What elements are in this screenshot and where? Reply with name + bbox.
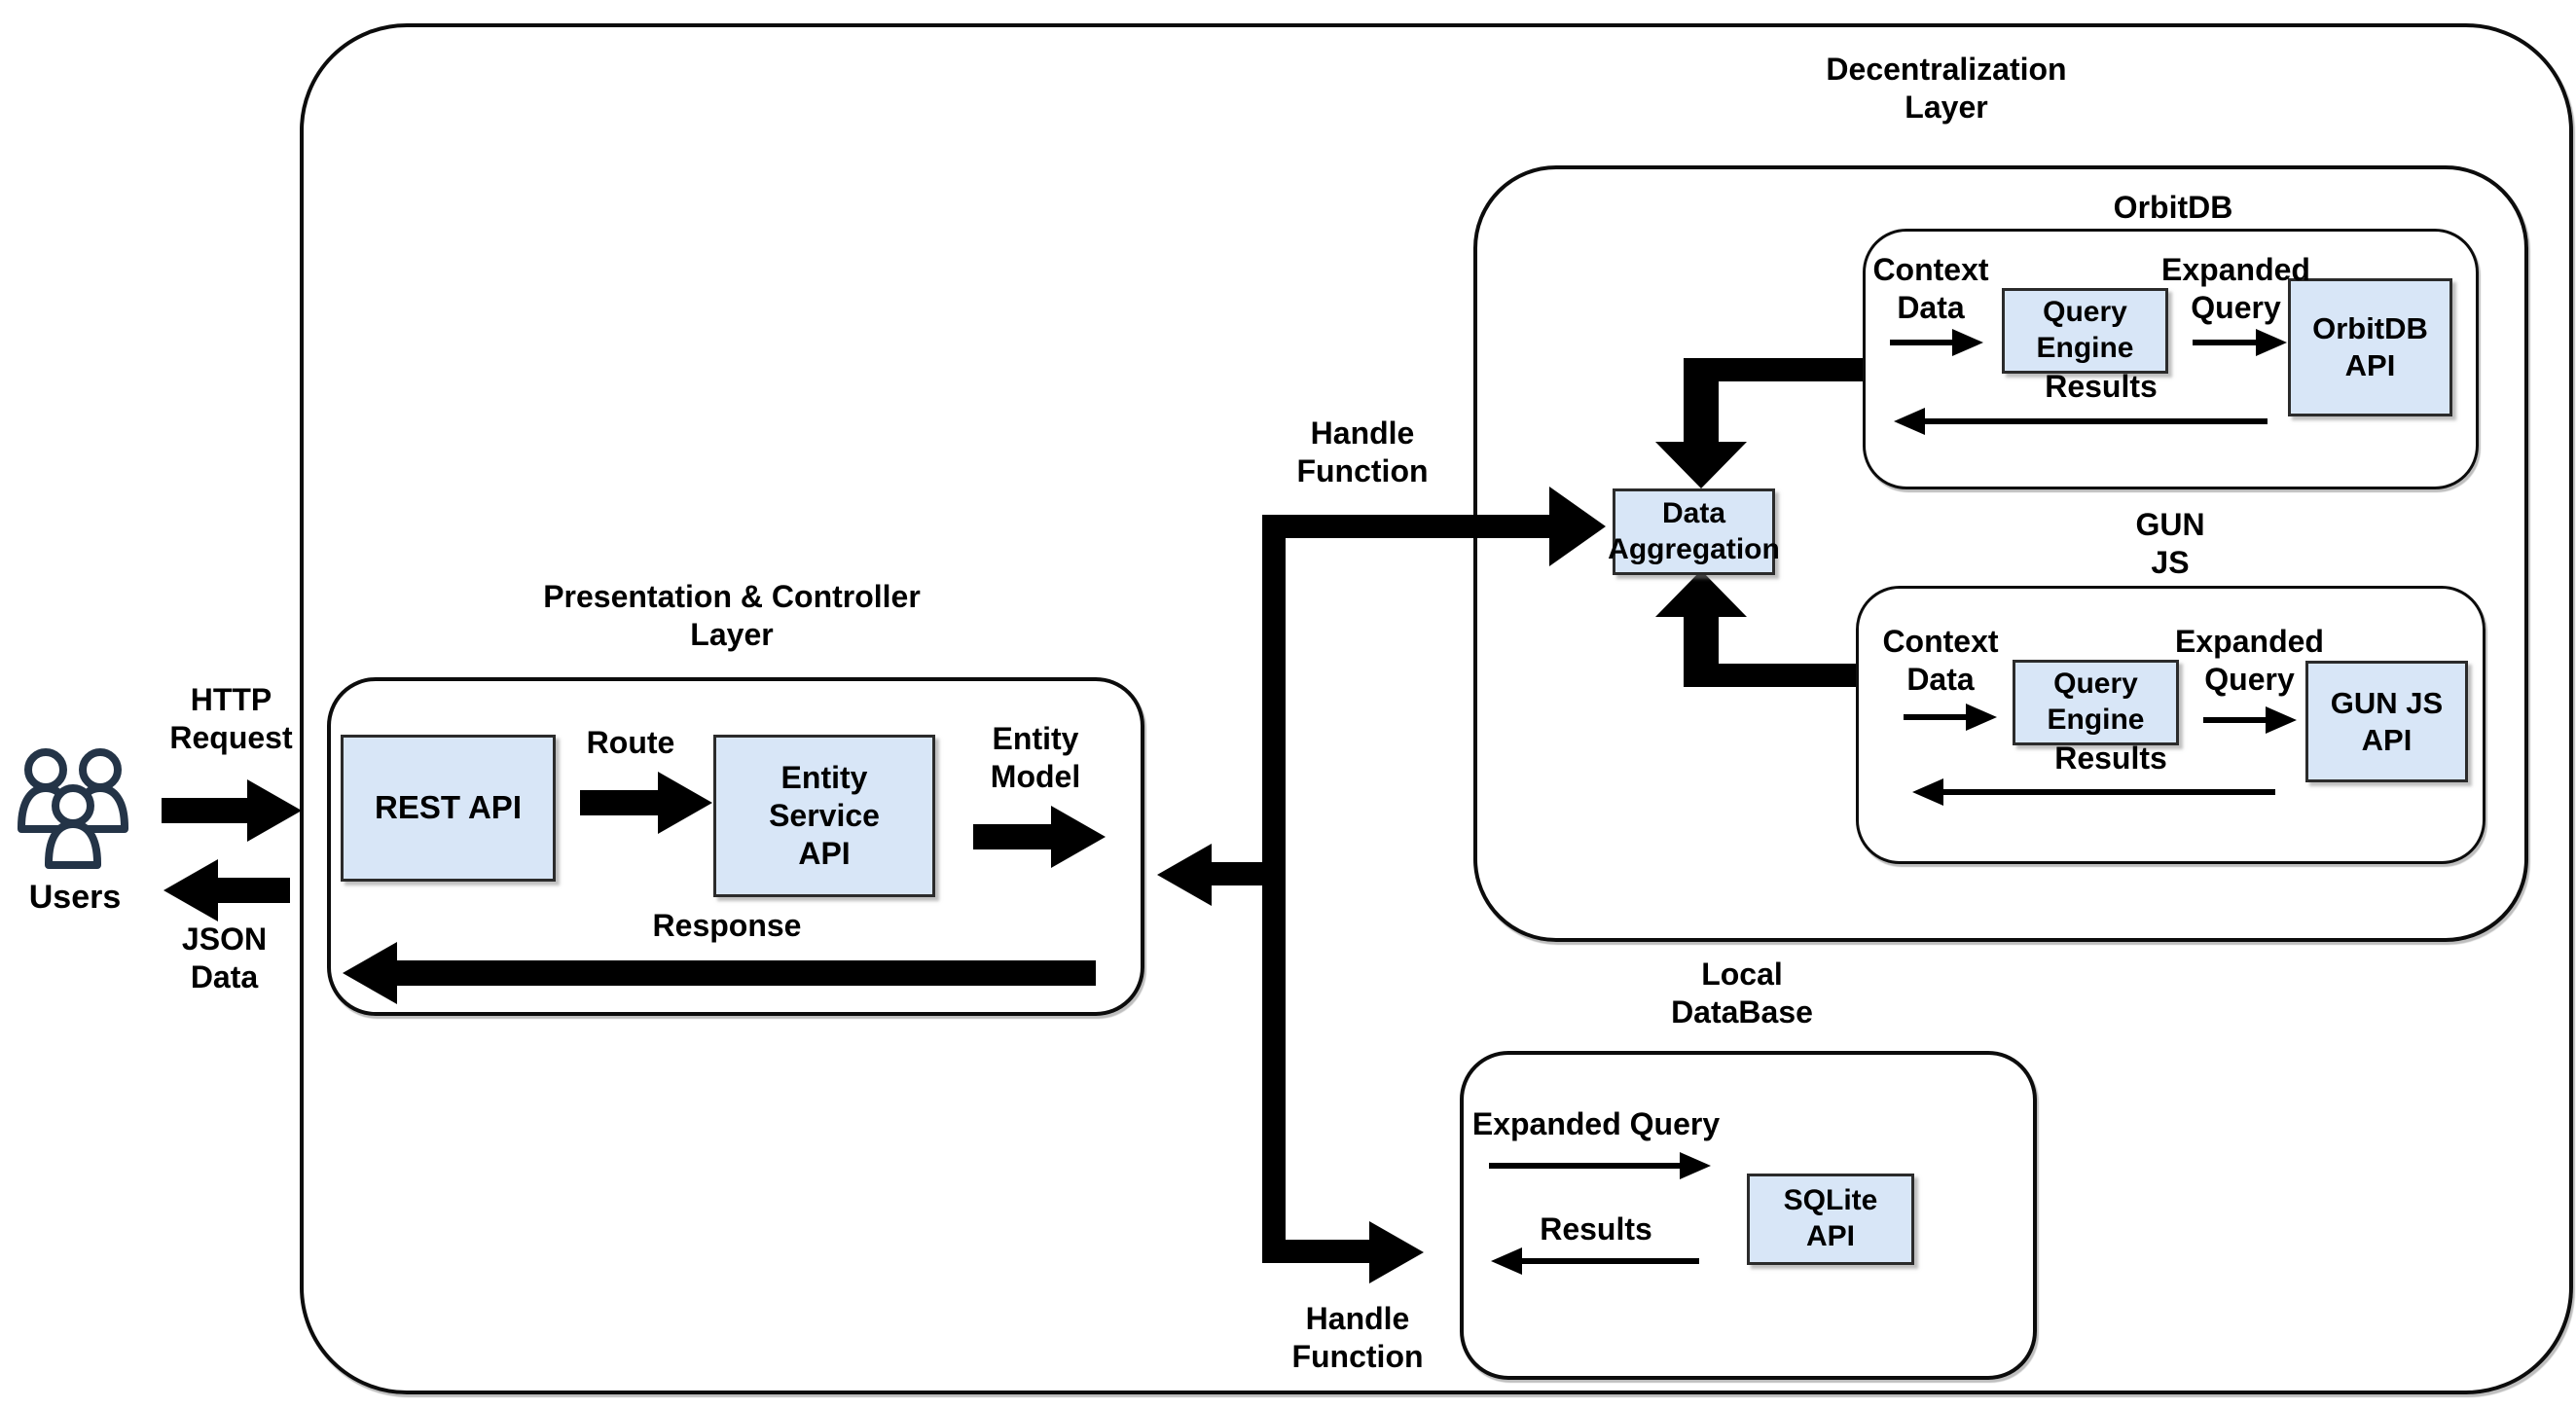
route-label: Route: [586, 725, 675, 760]
localdb-expanded-query-label: Expanded Query: [1471, 1106, 1721, 1141]
localdb-results-label: Results: [1540, 1211, 1652, 1246]
orbitdb-context-data-label: Context Data: [1872, 252, 1989, 326]
data-aggregation-box: Data Aggregation: [1608, 488, 1780, 575]
gunjs-context-data-label: Context Data: [1882, 624, 1999, 698]
entity-service-api-box: Entity Service API: [713, 735, 935, 897]
users-icon: [18, 748, 128, 869]
decentralization-layer-box: [1473, 165, 2528, 942]
json-data-arrow: [163, 859, 290, 921]
handle-function-top-label: Handle Function: [1296, 415, 1429, 489]
orbitdb-title: OrbitDB: [2113, 190, 2233, 225]
sqlite-api-box: SQLite API: [1747, 1174, 1914, 1265]
gunjs-title: GUN JS: [2135, 507, 2205, 581]
system-boundary-box: [300, 23, 2573, 1394]
presentation-controller-layer-box: [327, 677, 1144, 1016]
gunjs-api-box: GUN JS API: [2305, 661, 2468, 782]
response-label: Response: [652, 908, 802, 943]
handle-function-bottom-label: Handle Function: [1291, 1301, 1424, 1375]
orbitdb-query-engine-box: Query Engine: [2002, 288, 2168, 374]
json-data-label: JSON Data: [181, 921, 268, 995]
presentation-layer-title: Presentation & Controller Layer: [543, 579, 921, 653]
local-database-box: [1460, 1051, 2037, 1380]
orbitdb-expanded-query-label: Expanded Query: [2161, 252, 2310, 326]
rest-api-box: REST API: [341, 735, 556, 882]
http-request-arrow: [162, 779, 302, 842]
http-request-label: HTTP Request: [169, 682, 293, 756]
local-database-title: Local DataBase: [1671, 957, 1813, 1030]
gunjs-query-engine-box: Query Engine: [2013, 660, 2179, 745]
orbitdb-api-box: OrbitDB API: [2288, 278, 2452, 416]
gunjs-results-label: Results: [2054, 741, 2167, 776]
gunjs-box: [1856, 586, 2485, 864]
entity-model-label: Entity Model: [990, 721, 1081, 795]
decentralization-layer-title: Decentralization Layer: [1826, 52, 2067, 126]
orbitdb-results-label: Results: [2045, 369, 2158, 404]
gunjs-expanded-query-label: Expanded Query: [2175, 624, 2324, 698]
users-label: Users: [28, 879, 122, 916]
orbitdb-box: [1863, 229, 2479, 489]
